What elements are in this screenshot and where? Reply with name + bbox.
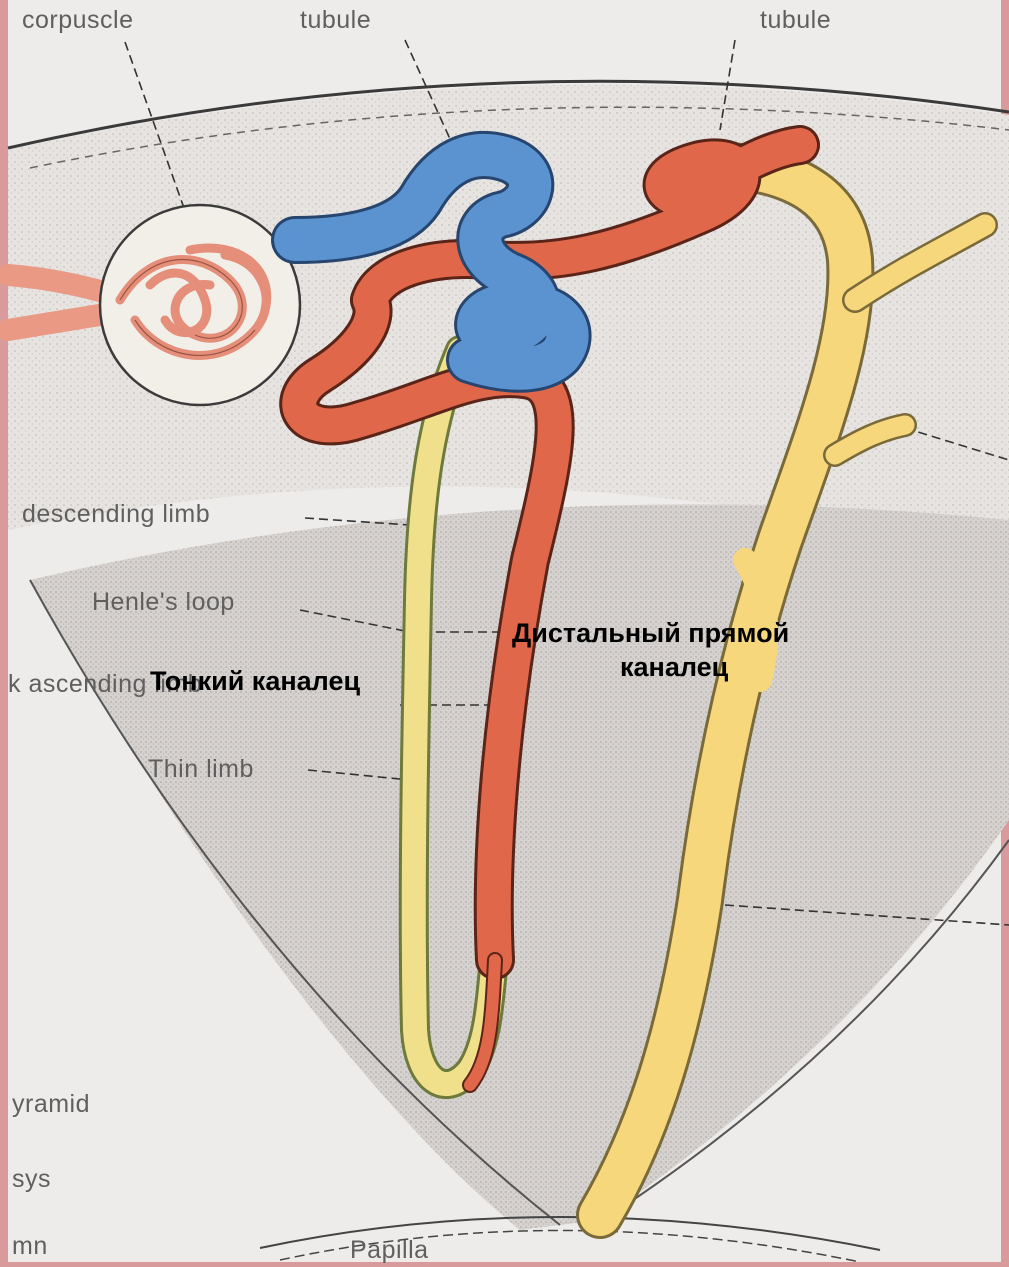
label-pyramid: yramid <box>12 1090 90 1119</box>
label-calyx: sys <box>12 1165 51 1194</box>
label-thin-limb: Thin limb <box>148 755 254 784</box>
label-descending-limb: descending limb <box>22 500 210 529</box>
label-tubule-right: tubule <box>760 6 831 35</box>
label-distal-straight-line1: Дистальный прямой <box>512 616 789 650</box>
label-tubule-left: tubule <box>300 6 371 35</box>
label-column: mn <box>12 1232 48 1261</box>
label-thin-tubule: Тонкий каналец <box>150 664 360 698</box>
label-henles-loop: Henle's loop <box>92 588 235 617</box>
label-papilla: Papilla <box>350 1236 429 1265</box>
label-corpuscle: corpuscle <box>22 6 134 35</box>
label-distal-straight-line2: каналец <box>620 650 728 684</box>
